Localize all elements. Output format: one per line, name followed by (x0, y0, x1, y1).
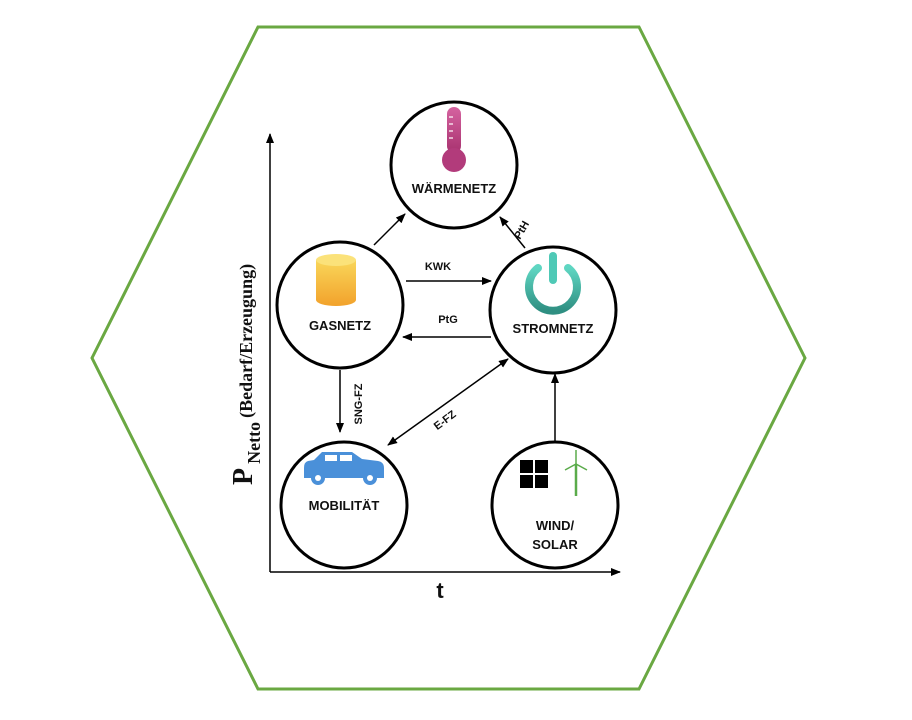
y-axis-label-main: P (228, 468, 259, 485)
node-waermenetz: WÄRMENETZ (389, 100, 519, 230)
node-stromnetz: STROMNETZ (488, 245, 618, 375)
edge-label-pth: PtH (512, 219, 532, 241)
wind-turbine-icon (564, 450, 588, 496)
y-axis-label-rest: (Bedarf/Erzeugung) (236, 264, 257, 418)
node-label-windsolar-2: SOLAR (532, 537, 578, 552)
node-label-stromnetz: STROMNETZ (513, 321, 594, 336)
car-icon (304, 452, 384, 485)
solar-panel-icon (520, 460, 548, 488)
edge-label-sng-fz: SNG-FZ (353, 383, 365, 424)
hexagon-frame (90, 25, 807, 691)
node-windsolar: WIND/ SOLAR (490, 440, 620, 570)
node-label-mobilitaet: MOBILITÄT (309, 498, 380, 513)
edge-pth (499, 216, 526, 249)
node-label-windsolar-1: WIND/ (536, 518, 575, 533)
node-mobilitaet: MOBILITÄT (279, 440, 409, 570)
svg-text:P Netto (Bedarf/E: P Netto (Bedarf/Erzeugung) (228, 264, 264, 485)
thermometer-icon (442, 107, 466, 172)
node-label-waermenetz: WÄRMENETZ (412, 181, 497, 196)
node-label-gasnetz: GASNETZ (309, 318, 371, 333)
gas-cylinder-icon (316, 254, 356, 306)
edge-e-fz (387, 358, 509, 446)
y-axis-label-sub: Netto (244, 422, 264, 464)
power-icon (525, 252, 581, 315)
y-axis-label: P Netto (Bedarf/Erzeugung) (228, 264, 264, 485)
x-axis-label: t (436, 578, 444, 603)
edge-label-kwk: KWK (425, 261, 451, 273)
edge-gas-to-heat (373, 213, 406, 246)
edge-label-e-fz: E-FZ (432, 408, 459, 432)
node-gasnetz: GASNETZ (275, 240, 405, 370)
edge-label-ptg: PtG (438, 314, 458, 326)
